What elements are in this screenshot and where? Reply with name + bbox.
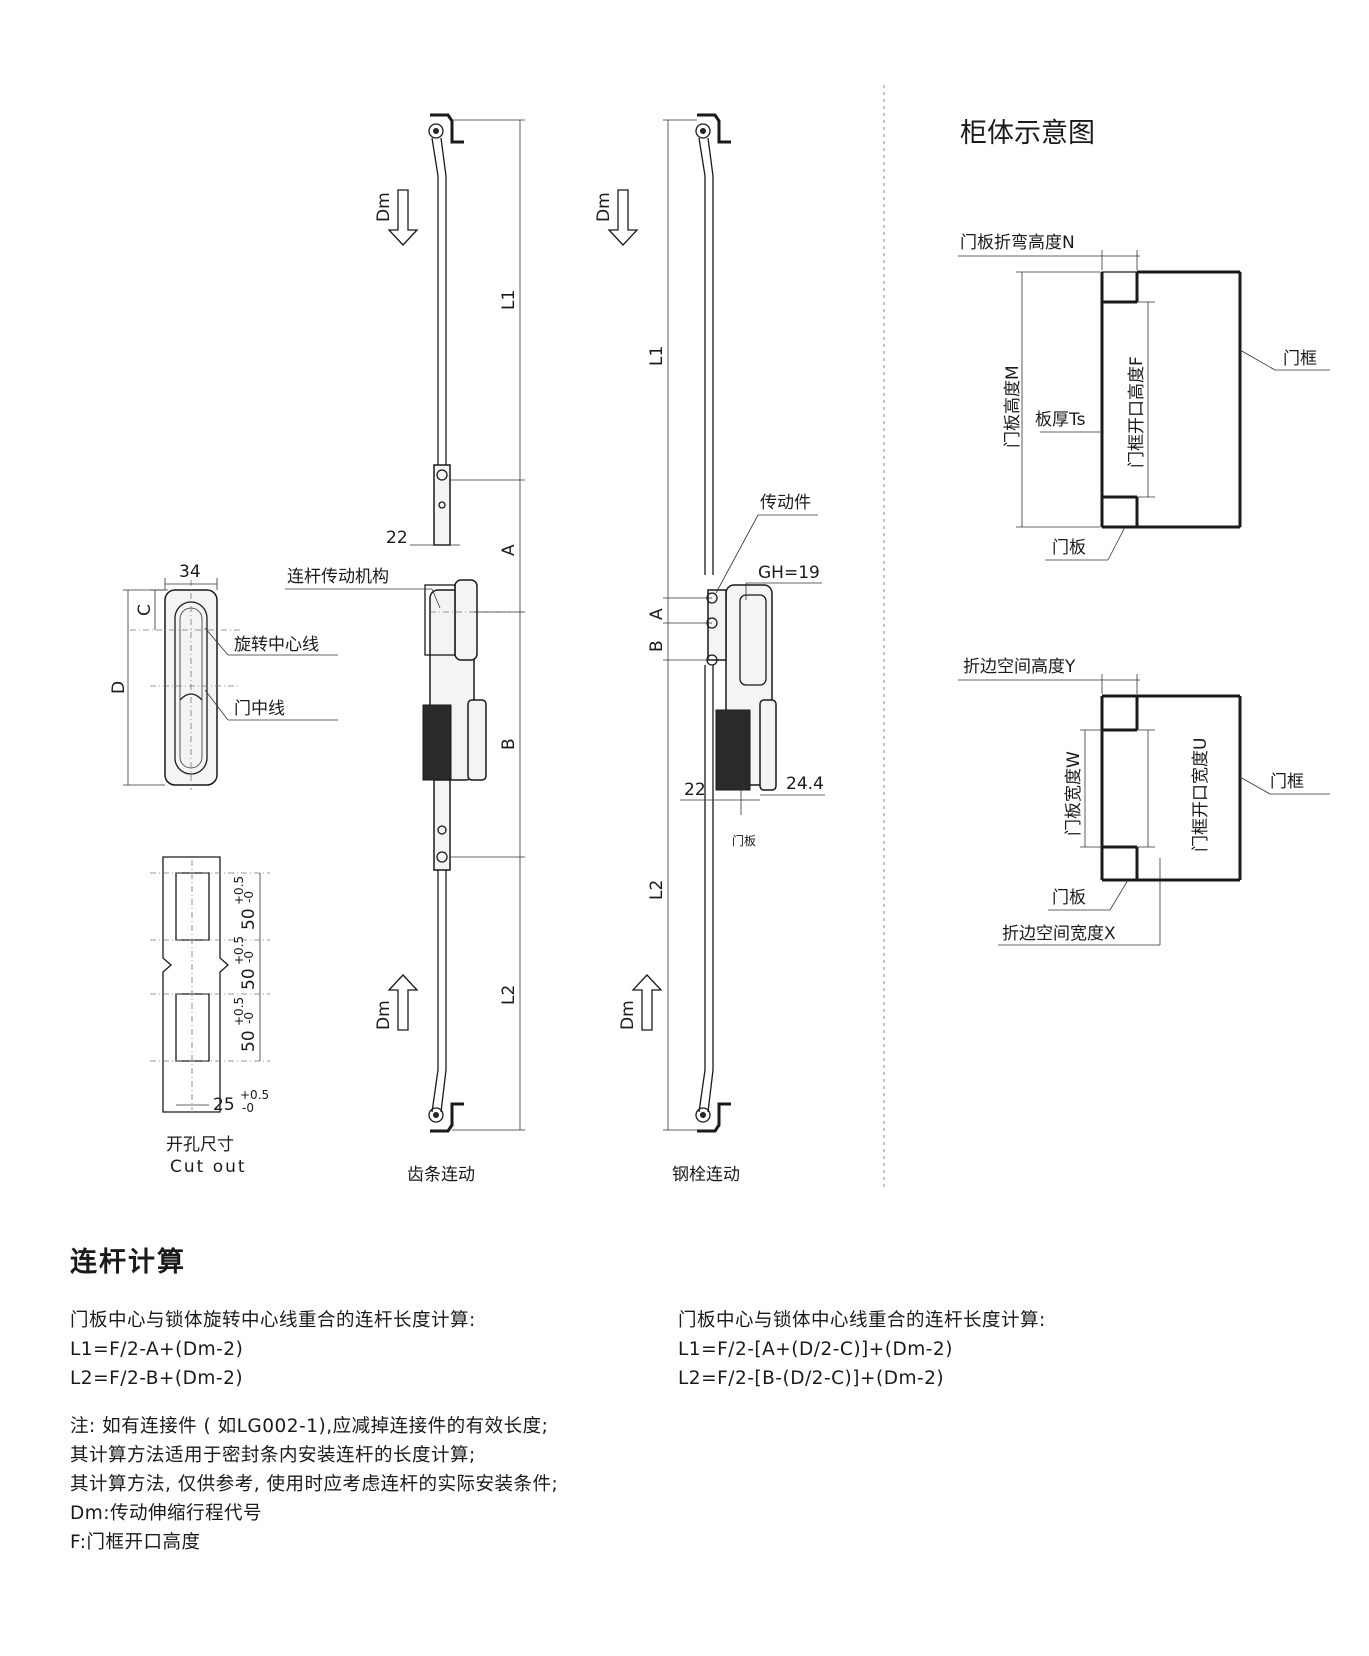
bolt-dm-top: Dm [594,192,614,222]
bolt-dm-bottom: Dm [618,1000,638,1030]
cutout-dim-3: 50 [239,1030,259,1052]
rack-dim-22: 22 [386,528,408,548]
bolt-panel-label: 门板 [732,833,756,848]
bolt-dim-24-4: 24.4 [786,774,824,794]
rack-linkage-view: Dm Dm L1 A B L2 22 连杆传动机构 齿条连动 [285,113,525,1185]
rotation-center-label: 旋转中心线 [234,635,319,655]
cab-panel-width: 门板宽度W [1064,751,1084,836]
bolt-l2: L2 [647,880,667,900]
cutout-slot-top [175,872,210,941]
bolt-gh-dim: GH=19 [758,563,820,583]
cutout-tol-2-minus: -0 [242,951,256,963]
cabinet-upper: 门板折弯高度N 门板高度M 板厚Ts 门框开口高度F 门框 门板 [958,233,1330,561]
cab-panel-height: 门板高度M [1003,365,1023,448]
calc-left-l2: L2=F/2-B+(Dm-2) [70,1368,244,1389]
bolt-transmission-label: 传动件 [760,493,811,513]
cab-flange-height: 折边空间高度Y [963,657,1076,677]
cab-opening-width: 门框开口宽度U [1191,738,1211,852]
calc-right-l1: L1=F/2-[A+(D/2-C)]+(Dm-2) [678,1339,953,1360]
door-center-label: 门中线 [234,699,285,719]
handle-view: 34 C D 旋转中心线 门中线 [109,562,338,790]
bolt-dm-arrow-down [607,189,639,246]
bolt-dm-arrow-up [631,974,663,1031]
note-line: F:门框开口高度 [70,1532,201,1553]
handle-c-dim: C [135,604,155,616]
cutout-width-dim: 25 [213,1095,235,1115]
calc-notes: 注: 如有连接件 ( 如LG002-1),应减掉连接件的有效长度; 其计算方法适… [70,1412,558,1557]
cutout-width-tol-minus: -0 [242,1101,254,1115]
cutout-tol-1-minus: -0 [242,891,256,903]
rack-l2: L2 [499,985,519,1005]
cutout-tol-3-plus: +0.5 [232,997,246,1026]
rack-b: B [499,738,519,750]
cab-panel-label-2: 门板 [1052,888,1086,908]
calc-title: 连杆计算 [70,1247,186,1278]
cab-panel-label: 门板 [1052,538,1086,558]
bolt-dim-22: 22 [684,780,706,800]
note-line: 其计算方法, 仅供参考, 使用时应考虑连杆的实际安装条件; [70,1474,559,1495]
cutout-dim-1: 50 [239,908,259,930]
rack-dm-bottom: Dm [374,1000,394,1030]
calc-left-l1: L1=F/2-A+(Dm-2) [70,1339,244,1360]
rack-l1: L1 [499,290,519,310]
bolt-linkage-view: Dm Dm L1 A B L2 传动件 GH=19 22 24.4 门板 钢栓连… [594,113,825,1185]
cab-frame-label-2: 门框 [1270,772,1304,792]
cabinet-title: 柜体示意图 [960,118,1095,149]
cutout-dim-2: 50 [239,968,259,990]
cutout-tol-3-minus: -0 [242,1012,256,1024]
linkage-calculation: 连杆计算 门板中心与锁体旋转中心线重合的连杆长度计算: L1=F/2-A+(Dm… [70,1240,1300,1640]
handle-d-dim: D [109,681,129,694]
note-line: Dm:传动伸缩行程代号 [70,1503,263,1524]
cab-opening-height: 门框开口高度F [1127,356,1147,468]
handle-width-dim: 34 [179,562,201,582]
cab-bend-height: 门板折弯高度N [960,233,1075,253]
bolt-l1: L1 [647,346,667,366]
rack-mechanism-label: 连杆传动机构 [287,567,389,587]
note-line: 其计算方法适用于密封条内安装连杆的长度计算; [70,1445,476,1466]
cutout-tol-2-plus: +0.5 [232,936,246,965]
rack-dm-arrow-down [387,189,419,246]
cabinet-lower: 折边空间高度Y 门板宽度W 门框开口宽度U 门框 门板 折边空间宽度X [958,657,1330,946]
rack-caption: 齿条连动 [407,1165,475,1185]
rack-dm-arrow-up [387,974,419,1031]
cutout-label-en: Cut out [170,1157,247,1177]
bolt-b: B [647,640,667,652]
technical-drawing: 34 C D 旋转中心线 门中线 50 +0.5 -0 50 +0.5 -0 5… [109,85,1330,1190]
bolt-a: A [647,608,667,620]
cutout-tol-1-plus: +0.5 [232,876,246,905]
cab-frame-label: 门框 [1283,349,1317,369]
rack-dm-top: Dm [374,192,394,222]
calc-right-l2: L2=F/2-[B-(D/2-C)]+(Dm-2) [678,1368,945,1389]
cab-thickness: 板厚Ts [1035,410,1086,430]
cab-flange-width: 折边空间宽度X [1002,924,1116,944]
calc-right-column: 门板中心与锁体中心线重合的连杆长度计算: L1=F/2-[A+(D/2-C)]+… [678,1306,1046,1393]
calc-left-heading: 门板中心与锁体旋转中心线重合的连杆长度计算: [70,1310,476,1331]
bolt-caption: 钢栓连动 [672,1165,740,1185]
note-line: 注: 如有连接件 ( 如LG002-1),应减掉连接件的有效长度; [70,1416,549,1437]
cutout-label-cn: 开孔尺寸 [166,1135,234,1155]
cutout-width-tol-plus: +0.5 [240,1088,269,1102]
cutout-view: 50 +0.5 -0 50 +0.5 -0 50 +0.5 -0 25 +0.5… [150,856,270,1177]
cutout-slot-bottom [175,993,210,1062]
calc-right-heading: 门板中心与锁体中心线重合的连杆长度计算: [678,1310,1046,1331]
calc-left-column: 门板中心与锁体旋转中心线重合的连杆长度计算: L1=F/2-A+(Dm-2) L… [70,1306,476,1393]
rack-a: A [499,544,519,556]
